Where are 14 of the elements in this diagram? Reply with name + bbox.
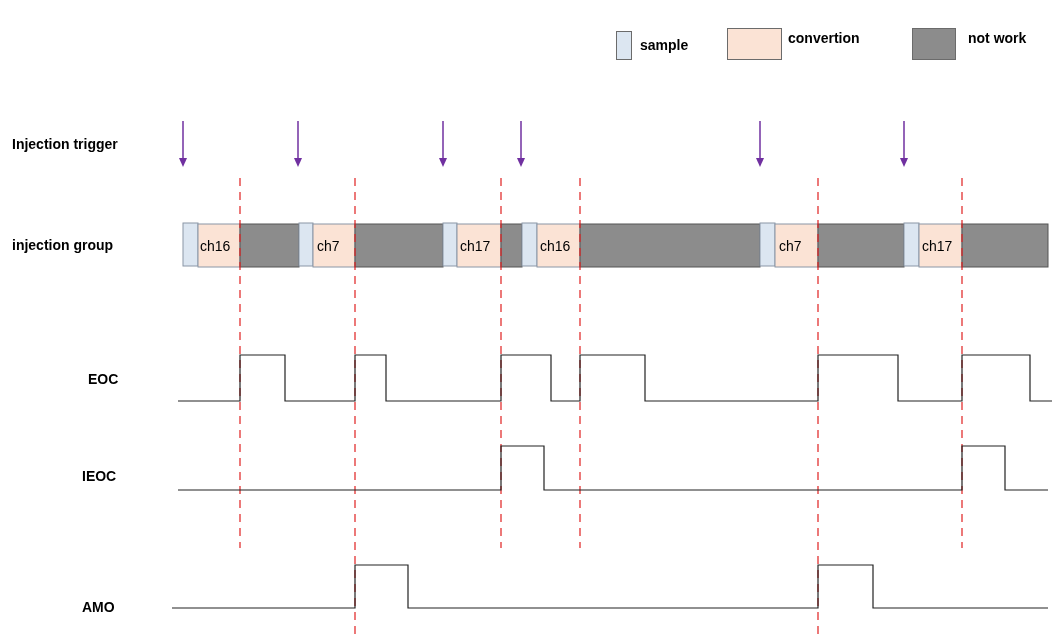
row-label: IEOC (82, 468, 117, 484)
channel-label: ch17 (922, 238, 953, 254)
legend-label: sample (640, 37, 689, 53)
channel-label: ch7 (779, 238, 802, 254)
channel-label: ch17 (460, 238, 491, 254)
channel-label: ch16 (540, 238, 571, 254)
row-label: AMO (82, 599, 115, 615)
row-label: EOC (88, 371, 119, 387)
channel-label: ch16 (200, 238, 231, 254)
legend-label: convertion (788, 30, 860, 46)
legend-label: not work (968, 30, 1027, 46)
channel-label: ch7 (317, 238, 340, 254)
row-label: Injection trigger (12, 136, 118, 152)
row-label: injection group (12, 237, 114, 253)
